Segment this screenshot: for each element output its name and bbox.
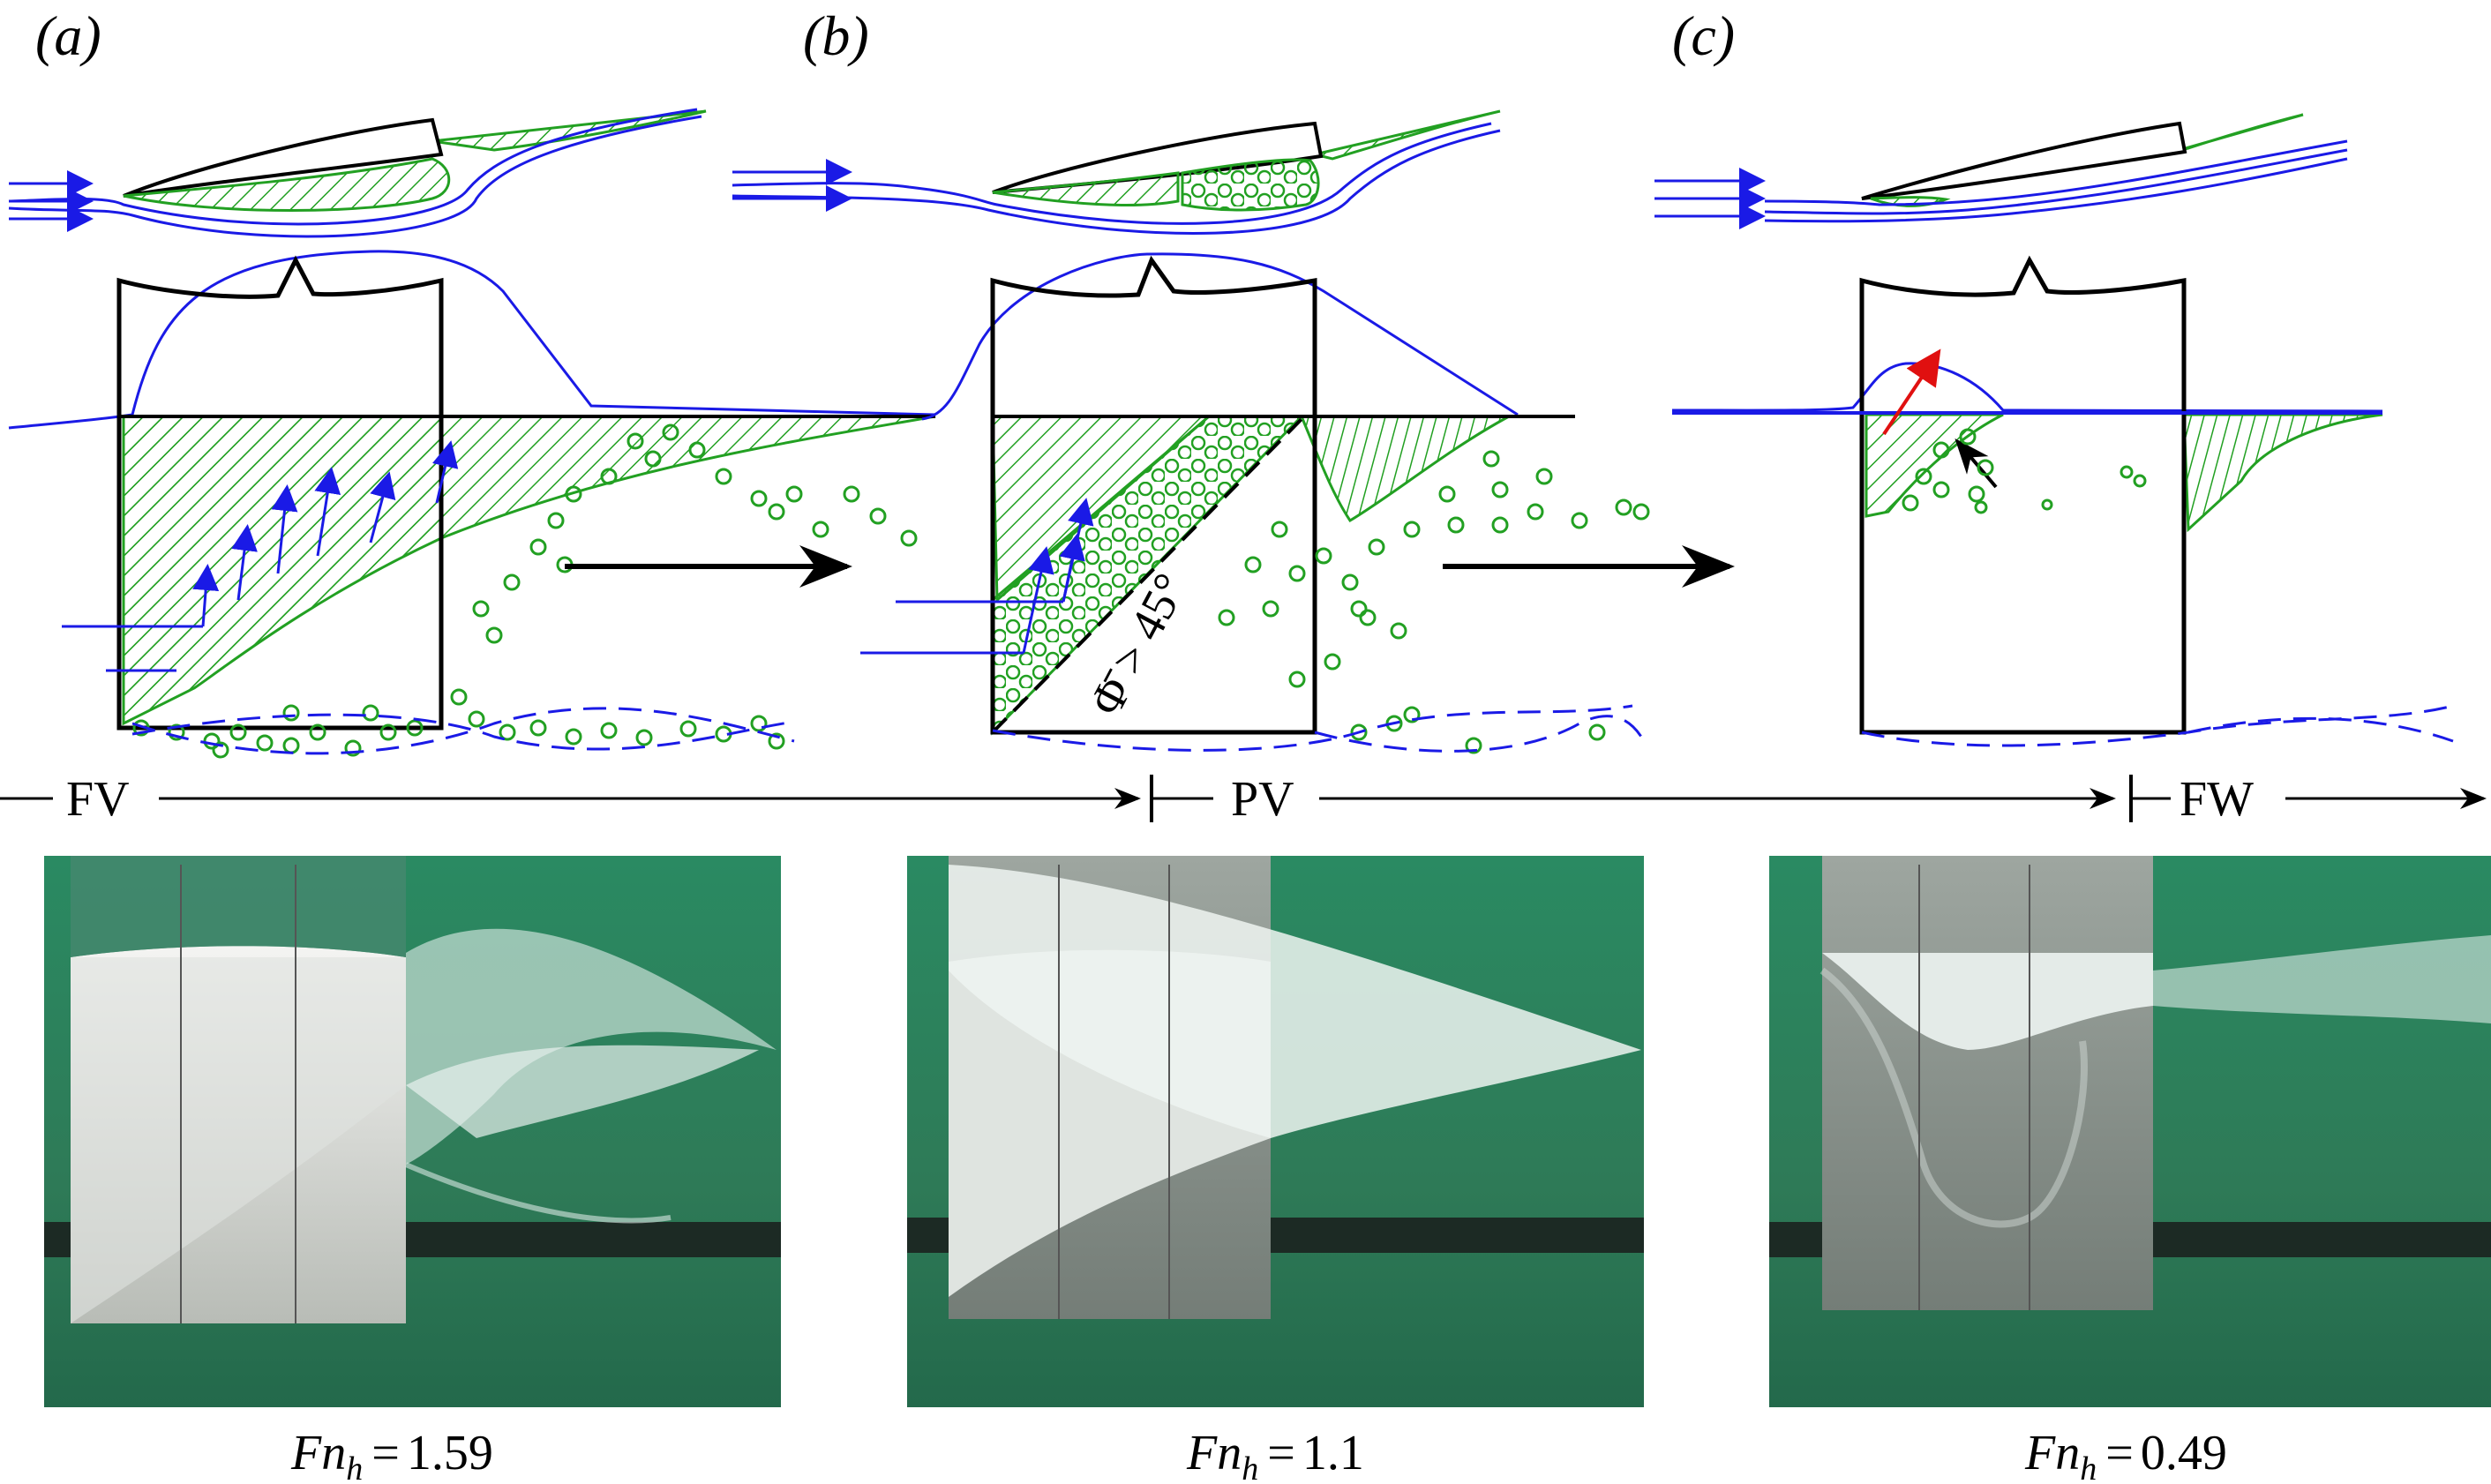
flow-arrow-icon <box>192 564 220 627</box>
regime-fw-label: FW <box>2180 772 2254 827</box>
panel-b-wave-profile <box>921 252 1519 421</box>
fn-subscript: h <box>1242 1450 1258 1484</box>
panel-c-label: (c) <box>1672 4 1735 67</box>
flow-arrow-icon <box>271 484 298 574</box>
panel-a-foil-side <box>116 255 444 731</box>
flow-arrow-icon <box>369 471 396 543</box>
panel-b-side-view: Φ̄ > 45° <box>860 252 1735 754</box>
flow-arrow-icon <box>231 524 258 601</box>
panel-a-plan-view <box>8 108 707 238</box>
panel-b-bubbles <box>1218 450 1650 754</box>
photo-c <box>1769 856 2491 1407</box>
fn-caption-c: Fnh=0.49 <box>2024 1426 2227 1484</box>
fn-value-a: 1.59 <box>407 1426 493 1480</box>
flow-arrow-icon <box>1022 546 1054 654</box>
red-arrow-icon <box>1882 349 1941 436</box>
fn-equals: = <box>1267 1426 1295 1480</box>
panel-c-tip-cavity <box>2179 113 2304 152</box>
photo-a <box>44 856 781 1407</box>
fn-value-b: 1.1 <box>1302 1426 1364 1480</box>
flow-arrow-icon <box>431 440 459 504</box>
panel-c-foil-plan <box>1861 121 2187 200</box>
fn-symbol: Fn <box>2024 1426 2080 1480</box>
panel-b-label: (b) <box>803 4 869 67</box>
panel-a-label: (a) <box>35 4 101 67</box>
regime-timeline: FV PV FW <box>0 772 2487 827</box>
panel-b-cavity-plan <box>992 171 1180 207</box>
fn-subscript: h <box>346 1450 363 1484</box>
panel-a-cavity-plan <box>123 157 451 212</box>
panel-a-side-view <box>8 250 936 759</box>
panel-b-angle-line <box>991 413 1308 734</box>
regime-pv-label: PV <box>1231 772 1294 827</box>
panel-b-plan-view <box>732 109 1501 235</box>
fn-symbol: Fn <box>1186 1426 1242 1480</box>
flow-arrow-icon <box>1062 498 1094 603</box>
panel-b-tip-cavity <box>1314 109 1501 161</box>
black-arrow-icon <box>1955 438 1998 489</box>
panel-b-foil-side <box>990 255 1317 735</box>
fn-equals: = <box>2105 1426 2134 1480</box>
fn-symbol: Fn <box>290 1426 346 1480</box>
panel-c-bubbles <box>1902 428 2147 514</box>
fn-caption-b: Fnh =1.1 <box>1186 1426 1364 1484</box>
fn-subscript: h <box>2080 1450 2097 1484</box>
regime-fv-label: FV <box>66 772 130 827</box>
fn-equals: = <box>371 1426 400 1480</box>
fn-value-c: 0.49 <box>2141 1426 2227 1480</box>
panel-c-wave-profile <box>1671 362 2383 413</box>
panel-c-side-view <box>1671 255 2454 747</box>
photo-b <box>907 856 1644 1407</box>
flow-arrow-icon <box>314 467 341 557</box>
fn-caption-a: Fnh=1.59 <box>290 1426 493 1484</box>
panel-a-wave-profile <box>8 250 936 430</box>
panel-a-foil-plan <box>123 117 444 198</box>
panel-b-bubble-cloud <box>1181 158 1320 212</box>
panel-c-plan-view <box>1654 113 2348 229</box>
panel-a-bubbles <box>132 423 918 759</box>
panel-a-tip-cavity <box>431 109 707 152</box>
panel-c-foil-side <box>1859 255 2187 735</box>
